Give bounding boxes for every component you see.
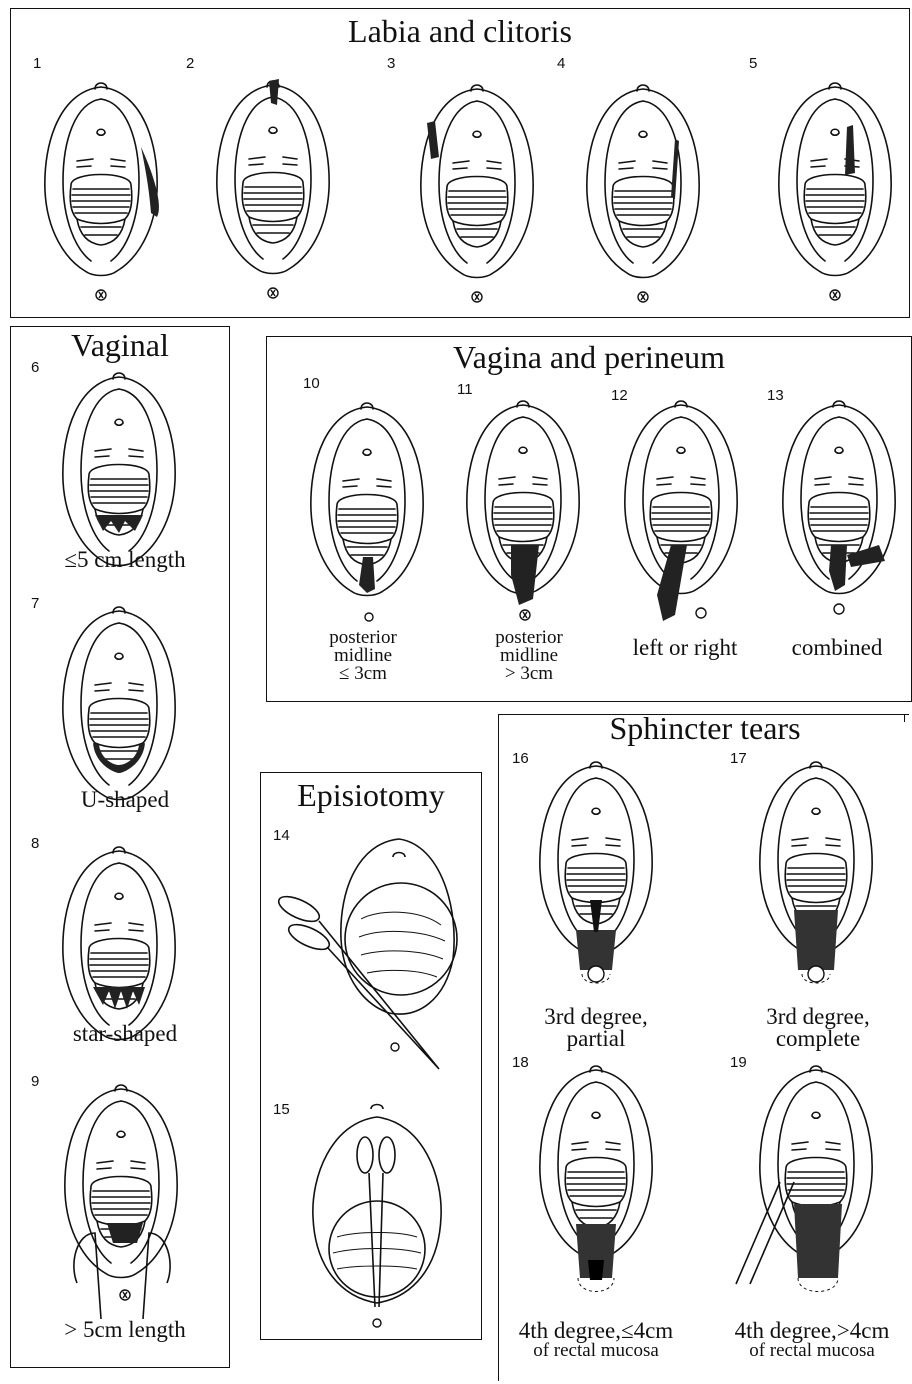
figure-13-drawing [775,395,911,625]
caption-18: 4th degree,≤4cm of rectal mucosa [519,1320,673,1360]
figure-5-drawing [771,77,901,307]
figure-number-18: 18 [512,1054,529,1071]
sphincter-title: Sphincter tears [498,712,912,744]
figure-8-drawing [55,845,185,1045]
caption-19: 4th degree,>4cm of rectal mucosa [735,1320,890,1360]
caption-11-line3: > 3cm [495,665,563,683]
panel-vagina-perineum: Vagina and perineum 10 11 12 13 posterio… [266,336,912,702]
figure-number-17: 17 [730,750,747,767]
figure-7-drawing [55,605,185,805]
figure-3-drawing [413,79,543,309]
figure-14-drawing [269,829,479,1059]
figure-number-7: 7 [31,595,39,612]
caption-17-line1: 3rd degree, [766,1006,869,1028]
caption-16-line1: 3rd degree, [544,1006,647,1028]
panel-episiotomy: Episiotomy 14 15 [260,772,482,1340]
caption-8: star-shaped [73,1023,177,1045]
figure-1-drawing [37,77,177,307]
caption-19-line2: of rectal mucosa [735,1342,890,1360]
caption-10-line3: ≤ 3cm [329,665,397,683]
figure-number-6: 6 [31,359,39,376]
panel-labia-clitoris: Labia and clitoris 1 2 3 4 5 [10,8,910,318]
caption-16-line2: partial [544,1028,647,1050]
caption-17: 3rd degree, complete [766,1006,869,1050]
figure-number-10: 10 [303,375,320,392]
figure-number-2: 2 [186,55,194,72]
figure-11-drawing [459,395,589,625]
caption-18-line2: of rectal mucosa [519,1342,673,1360]
caption-7: U-shaped [81,789,169,811]
figure-9-drawing [47,1083,197,1319]
caption-11: posterior midline > 3cm [495,629,563,683]
figure-17-drawing [752,760,882,990]
figure-15-drawing [301,1107,451,1337]
caption-19-line1: 4th degree,>4cm [735,1320,890,1342]
figure-number-15: 15 [273,1101,290,1118]
figure-number-3: 3 [387,55,395,72]
figure-number-1: 1 [33,55,41,72]
figure-2-drawing [209,75,339,305]
figure-10-drawing [303,397,433,627]
caption-9: > 5cm length [64,1319,186,1341]
figure-4-drawing [579,79,709,309]
figure-16-drawing [532,760,662,990]
panel-vaginal: Vaginal 6 ≤5 cm length 7 U-shaped 8 star… [10,326,230,1368]
panel-title: Vagina and perineum [267,341,911,373]
panel-title: Episiotomy [261,779,481,811]
figure-number-8: 8 [31,835,39,852]
caption-18-line1: 4th degree,≤4cm [519,1320,673,1342]
figure-19-drawing [722,1064,892,1304]
figure-6-drawing [55,371,185,571]
figure-12-drawing [617,395,747,635]
panel-title: Labia and clitoris [11,15,909,47]
figure-number-16: 16 [512,750,529,767]
figure-number-5: 5 [749,55,757,72]
caption-17-line2: complete [766,1028,869,1050]
caption-13: combined [792,637,883,659]
figure-number-4: 4 [557,55,565,72]
caption-6: ≤5 cm length [64,549,185,571]
caption-16: 3rd degree, partial [544,1006,647,1050]
caption-12: left or right [633,637,738,659]
figure-18-drawing [532,1064,662,1304]
panel-title: Vaginal [11,329,229,361]
caption-10: posterior midline ≤ 3cm [329,629,397,683]
figure-number-9: 9 [31,1073,39,1090]
